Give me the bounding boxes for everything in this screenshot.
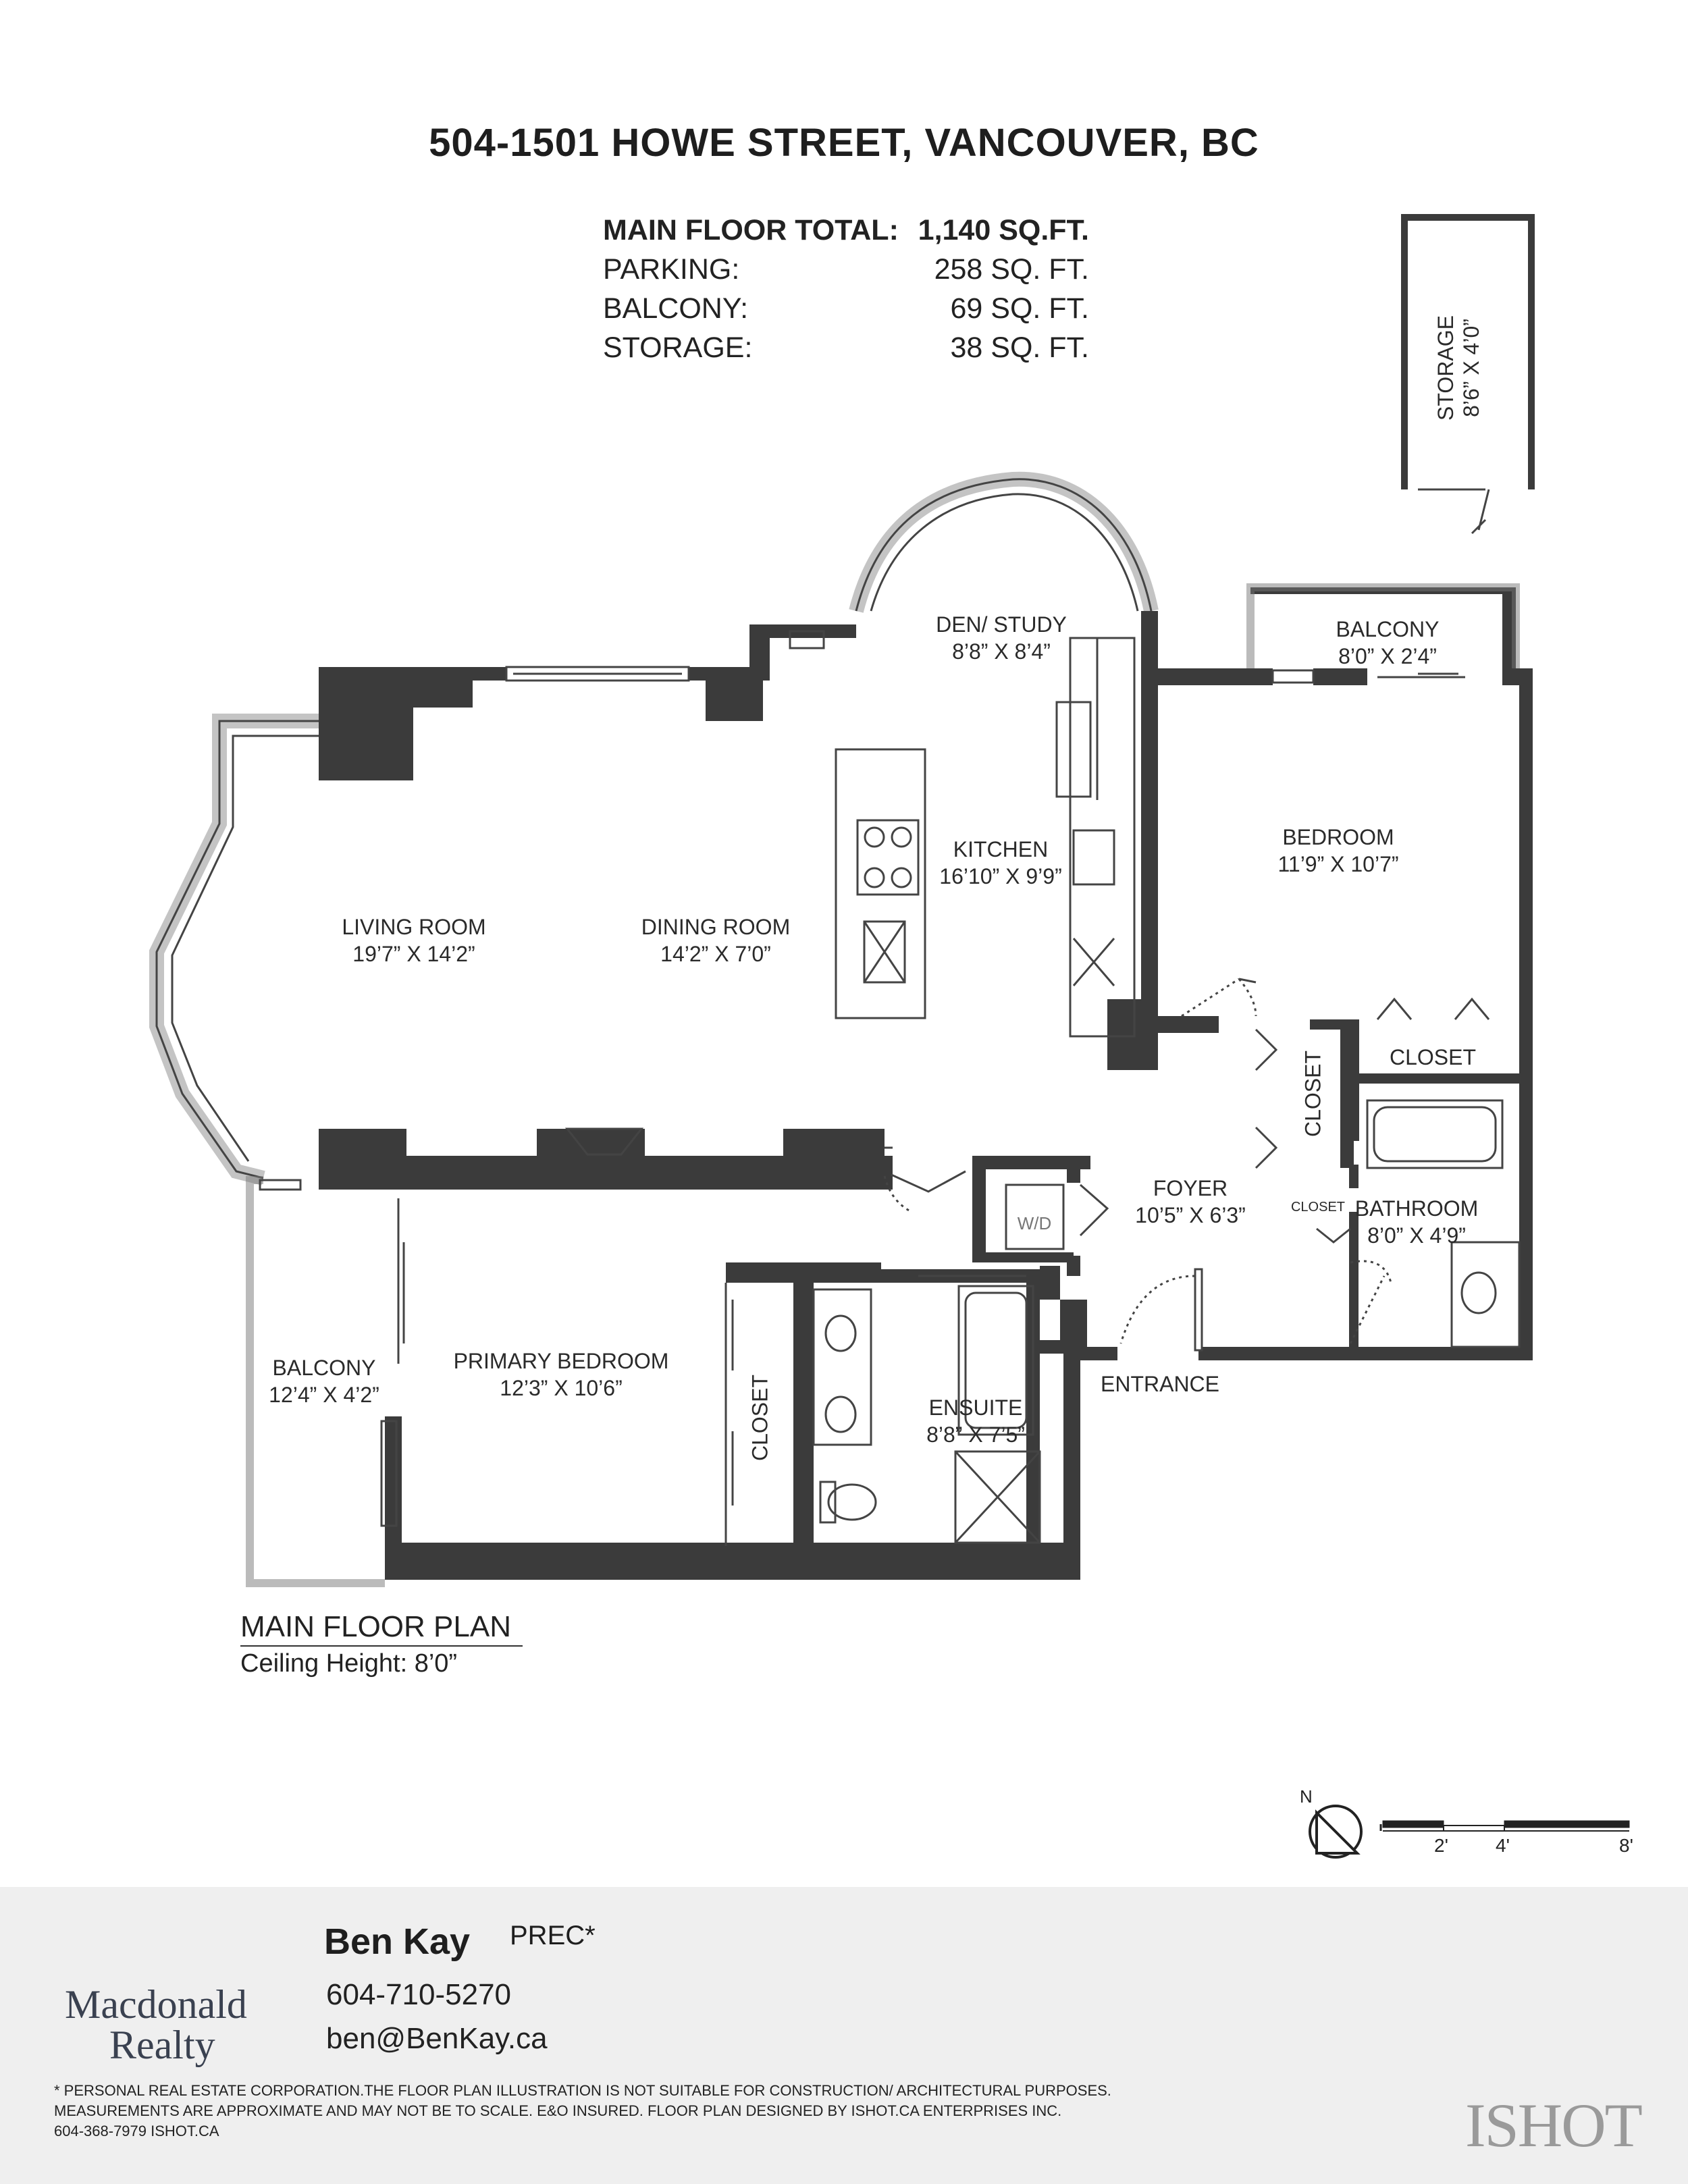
- disclaimer-line: * PERSONAL REAL ESTATE CORPORATION.THE F…: [54, 2082, 1111, 2099]
- room-label-foyer: FOYER 10’5” X 6’3”: [1135, 1176, 1246, 1227]
- den-arc-window: [849, 471, 1159, 613]
- compass-north-label: N: [1300, 1786, 1313, 1807]
- kitchen-island: [835, 748, 926, 1019]
- scale-label: 8': [1619, 1835, 1633, 1856]
- room-label-balcony-ne: BALCONY 8’0” X 2’4”: [1336, 617, 1440, 668]
- ensuite-vanity: [812, 1288, 872, 1446]
- bathroom-vanity: [1450, 1241, 1521, 1348]
- north-compass: [1309, 1805, 1363, 1859]
- property-address: 504-1501 HOWE STREET, VANCOUVER, BC: [429, 121, 1259, 165]
- area-row-balcony: BALCONY: 69 SQ. FT.: [603, 289, 1089, 328]
- area-value: 69 SQ. FT.: [950, 292, 1089, 325]
- walls: [319, 587, 1533, 1580]
- area-value: 1,140 SQ.FT.: [918, 214, 1089, 246]
- area-label: PARKING:: [603, 253, 740, 286]
- agent-designation: PREC*: [510, 1921, 596, 1950]
- area-label: BALCONY:: [603, 292, 749, 325]
- area-label: STORAGE:: [603, 331, 753, 364]
- dishwasher: [863, 920, 906, 984]
- window-den: [789, 630, 825, 649]
- window-sw: [259, 1179, 302, 1191]
- window-bedroom: [1271, 669, 1315, 684]
- plan-caption-ceiling: Ceiling Height: 8’0”: [240, 1649, 458, 1678]
- plan-caption: MAIN FLOOR PLAN Ceiling Height: 8’0”: [240, 1610, 523, 1678]
- room-label-bathroom: BATHROOM 8’0” X 4’9”: [1354, 1196, 1479, 1248]
- area-summary: MAIN FLOOR TOTAL: 1,140 SQ.FT. PARKING: …: [603, 211, 1089, 367]
- room-label-closet-small: CLOSET: [1290, 1200, 1346, 1215]
- brokerage-name-line2: Realty: [109, 2023, 215, 2067]
- window-north: [505, 666, 690, 682]
- brokerage-name-line1: Macdonald: [65, 1982, 247, 2027]
- scale-label: 4': [1496, 1835, 1510, 1856]
- area-row-storage: STORAGE: 38 SQ. FT.: [603, 328, 1089, 367]
- disclaimer: * PERSONAL REAL ESTATE CORPORATION.THE F…: [54, 2081, 1111, 2141]
- room-label-bedroom: BEDROOM 11’9” X 10’7”: [1277, 825, 1399, 876]
- area-row-parking: PARKING: 258 SQ. FT.: [603, 250, 1089, 289]
- room-label-storage: STORAGE 8’6” X 4’0”: [1433, 315, 1483, 421]
- disclaimer-line: 604-368-7979 ISHOT.CA: [54, 2123, 219, 2139]
- agent-name: Ben Kay: [324, 1921, 471, 1962]
- storage-outline: [1401, 214, 1535, 489]
- agent-phone[interactable]: 604-710-5270: [326, 1978, 512, 2011]
- balcony-ne-outline: [1246, 583, 1520, 668]
- area-label: MAIN FLOOR TOTAL:: [603, 214, 899, 246]
- room-label-closet-bedroom: CLOSET: [1389, 1045, 1477, 1069]
- scale-label: 2': [1434, 1835, 1448, 1856]
- plan-caption-rule: [240, 1645, 523, 1647]
- agent-email[interactable]: ben@BenKay.ca: [326, 2022, 548, 2055]
- room-label-entrance: ENTRANCE: [1100, 1372, 1220, 1396]
- area-row-total: MAIN FLOOR TOTAL: 1,140 SQ.FT.: [603, 211, 1089, 250]
- fireplace: [564, 1127, 644, 1156]
- scale-bar: [1379, 1820, 1630, 1832]
- balcony-sw-outline: [246, 1176, 385, 1587]
- room-label-den: DEN/ STUDY 8’8” X 8’4”: [936, 612, 1067, 664]
- ensuite-tub: [957, 1285, 1034, 1436]
- living-bay-window: [149, 714, 319, 1186]
- room-label-living: LIVING ROOM 19’7” X 14’2”: [342, 915, 486, 966]
- room-label-ensuite: ENSUITE 8’8” X 7’5”: [926, 1395, 1025, 1447]
- washer-dryer: [1005, 1183, 1065, 1250]
- bathtub: [1366, 1099, 1504, 1169]
- room-label-primary: PRIMARY BEDROOM 12’3” X 10’6”: [453, 1349, 669, 1400]
- shower: [954, 1450, 1041, 1544]
- cooktop: [856, 819, 920, 896]
- room-label-closet-vertical: CLOSET: [1300, 1050, 1325, 1138]
- toilet: [827, 1483, 877, 1521]
- plan-caption-title: MAIN FLOOR PLAN: [240, 1610, 511, 1643]
- storage-door: [1418, 488, 1490, 535]
- room-label-wd: W/D: [1017, 1213, 1052, 1233]
- ishot-watermark-logo: ISHOT: [1465, 2091, 1643, 2160]
- room-label-balcony-sw: BALCONY 12’4” X 4’2”: [269, 1356, 379, 1407]
- area-value: 38 SQ. FT.: [950, 331, 1089, 364]
- disclaimer-line: MEASUREMENTS ARE APPROXIMATE AND MAY NOT…: [54, 2102, 1062, 2119]
- footer-band: [0, 1887, 1688, 2184]
- kitchen-counter: [1069, 637, 1136, 1038]
- area-value: 258 SQ. FT.: [934, 253, 1089, 286]
- room-label-kitchen: KITCHEN 16’10” X 9’9”: [939, 837, 1062, 888]
- room-label-closet-primary: CLOSET: [747, 1374, 772, 1462]
- room-label-dining: DINING ROOM 14’2” X 7’0”: [641, 915, 791, 966]
